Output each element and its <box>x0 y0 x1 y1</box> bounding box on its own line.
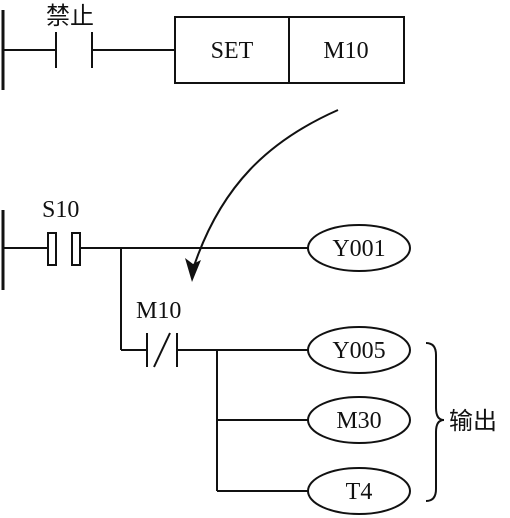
coil-t4-label: T4 <box>346 479 373 505</box>
coil-y001 <box>307 224 411 272</box>
set-instruction-text: SET <box>211 38 254 64</box>
step-label: S10 <box>42 197 79 223</box>
coil-y005 <box>307 326 411 374</box>
rung1-contact-label: 禁止 <box>46 2 94 30</box>
coil-y001-label: Y001 <box>332 236 385 262</box>
coil-y005-label: Y005 <box>332 338 385 364</box>
transition-arrow-curve <box>191 109 339 273</box>
step-contact-right-plate <box>71 232 81 266</box>
m10-contact-slash <box>153 332 171 368</box>
output-group-brace <box>425 342 445 502</box>
branch-contact-label: M10 <box>136 298 181 324</box>
step-contact-left-plate <box>47 232 57 266</box>
transition-arrow-head <box>185 258 201 282</box>
coil-t4 <box>307 467 411 515</box>
set-operand-text: M10 <box>323 38 368 64</box>
coil-m30-label: M30 <box>336 408 381 434</box>
output-group-label: 输出 <box>449 407 497 435</box>
coil-m30 <box>307 396 411 444</box>
